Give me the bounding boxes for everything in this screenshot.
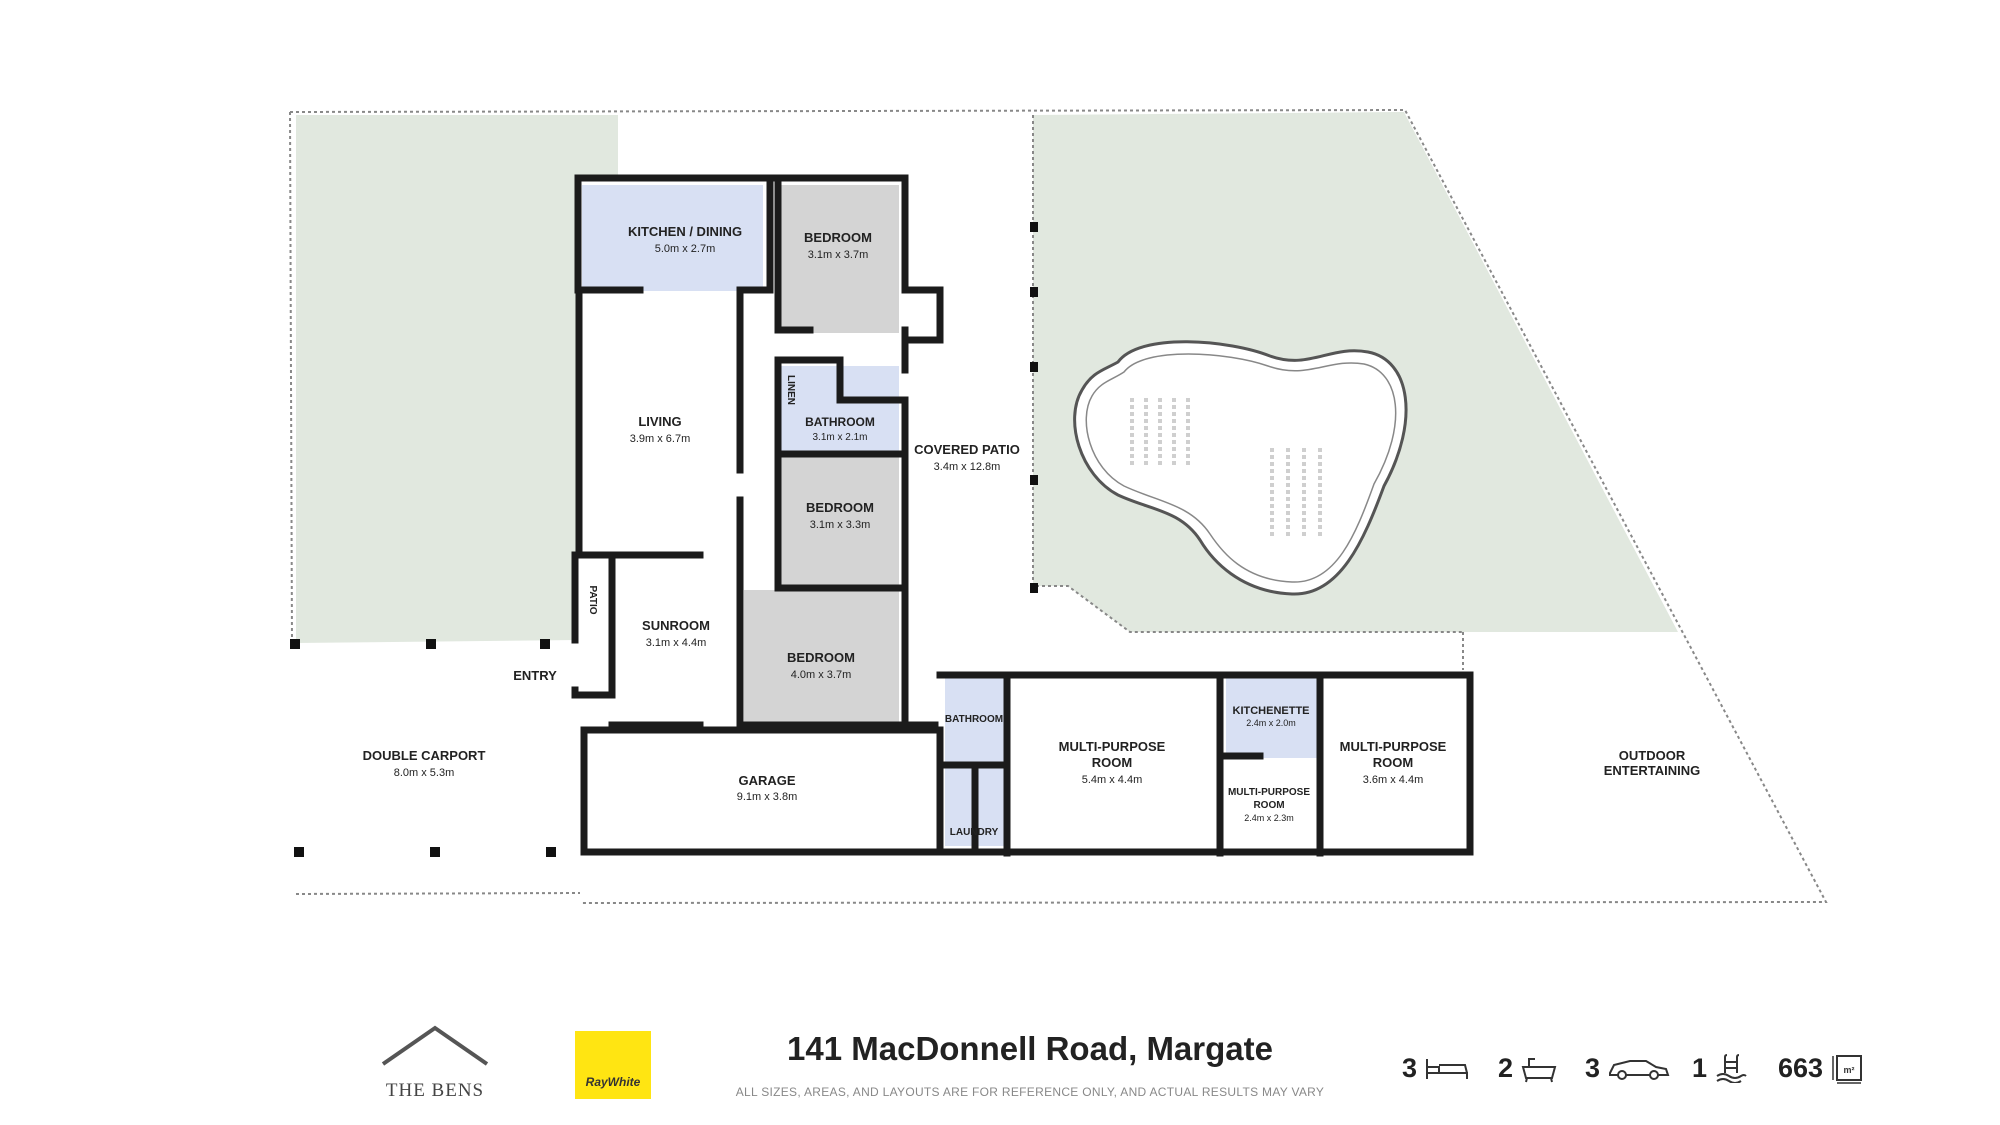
bathroom1-label: BATHROOM xyxy=(805,415,875,429)
outdoor-label-1: OUTDOOR xyxy=(1619,748,1686,763)
patio-label: PATIO xyxy=(587,585,598,614)
garage-dims: 9.1m x 3.8m xyxy=(737,791,798,803)
mpr2-dims: 2.4m x 2.3m xyxy=(1244,813,1294,823)
kitchenette-label: KITCHENETTE xyxy=(1233,705,1310,717)
outdoor-label-2: ENTERTAINING xyxy=(1604,763,1701,778)
disclaimer: ALL SIZES, AREAS, AND LAYOUTS ARE FOR RE… xyxy=(735,1085,1325,1099)
kitchen-label: KITCHEN / DINING xyxy=(628,224,742,239)
stat-pools: 1 xyxy=(1692,1048,1747,1088)
left-lawn xyxy=(296,115,618,643)
kitchenette-dims: 2.4m x 2.0m xyxy=(1246,718,1296,728)
living-dims: 3.9m x 6.7m xyxy=(630,433,691,445)
land-area-value: 663 xyxy=(1778,1052,1824,1083)
bathroom2-label: BATHROOM xyxy=(945,714,1003,725)
property-address: 141 MacDonnell Road, Margate xyxy=(787,1030,1273,1067)
raywhite-text: RayWhite xyxy=(585,1075,641,1089)
stat-car-spaces: 3 xyxy=(1585,1048,1670,1088)
bathroom1-dims: 3.1m x 2.1m xyxy=(812,432,867,443)
carport-dims: 8.0m x 5.3m xyxy=(394,767,455,779)
kitchen-fill xyxy=(582,185,763,291)
sunroom-label: SUNROOM xyxy=(642,618,710,633)
car-icon xyxy=(1609,1060,1670,1080)
garage-label: GARAGE xyxy=(738,773,795,788)
land-area-icon: m² xyxy=(1832,1055,1863,1084)
mpr3-label-2: ROOM xyxy=(1373,755,1413,770)
bed-icon xyxy=(1426,1059,1469,1079)
mpr3-label-1: MULTI-PURPOSE xyxy=(1340,739,1447,754)
walls xyxy=(571,174,1474,857)
swimming-pool xyxy=(1073,340,1408,596)
pool-icon xyxy=(1716,1054,1747,1083)
entry-label: ENTRY xyxy=(513,668,557,683)
bedrooms-count: 3 xyxy=(1402,1052,1418,1083)
living-label: LIVING xyxy=(638,414,681,429)
bedroom2-label: BEDROOM xyxy=(806,500,874,515)
bedroom2-dims: 3.1m x 3.3m xyxy=(810,519,871,531)
linen-label: LINEN xyxy=(785,375,796,405)
pools-count: 1 xyxy=(1692,1052,1708,1083)
mpr2-label-2: ROOM xyxy=(1253,800,1284,811)
bathrooms-count: 2 xyxy=(1498,1052,1514,1083)
mpr3-dims: 3.6m x 4.4m xyxy=(1363,774,1424,786)
bedroom2-fill xyxy=(779,456,899,586)
laundry-label: LAUNDRY xyxy=(950,827,999,838)
kitchen-dims: 5.0m x 2.7m xyxy=(655,243,716,255)
stat-land-area: 663 m² xyxy=(1778,1048,1865,1088)
bedroom3-dims: 4.0m x 3.7m xyxy=(791,669,852,681)
covered-patio-dims: 3.4m x 12.8m xyxy=(934,461,1001,473)
sunroom-dims: 3.1m x 4.4m xyxy=(646,637,707,649)
stat-bathrooms: 2 xyxy=(1498,1048,1557,1088)
bedroom1-label: BEDROOM xyxy=(804,230,872,245)
bedroom1-dims: 3.1m x 3.7m xyxy=(808,249,869,261)
agency-name: THE BENS xyxy=(385,1080,485,1101)
land-unit: m² xyxy=(1844,1065,1855,1075)
bedroom3-fill xyxy=(744,590,899,725)
mpr1-label-2: ROOM xyxy=(1092,755,1132,770)
carport-label: DOUBLE CARPORT xyxy=(363,748,486,763)
mpr1-dims: 5.4m x 4.4m xyxy=(1082,774,1143,786)
bedroom3-label: BEDROOM xyxy=(787,650,855,665)
bedroom1-fill xyxy=(779,185,899,333)
bathtub-icon xyxy=(1521,1058,1557,1083)
raywhite-logo: RayWhite xyxy=(575,1031,651,1099)
mpr1-label-1: MULTI-PURPOSE xyxy=(1059,739,1166,754)
kitchenette-fill xyxy=(1226,678,1320,758)
property-boundary xyxy=(289,108,1828,904)
posts xyxy=(290,222,1038,857)
house-roof-icon xyxy=(381,1025,489,1066)
car-spaces-count: 3 xyxy=(1585,1052,1601,1083)
covered-patio-label: COVERED PATIO xyxy=(914,442,1020,457)
stat-bedrooms: 3 xyxy=(1402,1048,1469,1088)
mpr2-label-1: MULTI-PURPOSE xyxy=(1228,787,1310,798)
bathroom2-fill xyxy=(945,678,1005,765)
